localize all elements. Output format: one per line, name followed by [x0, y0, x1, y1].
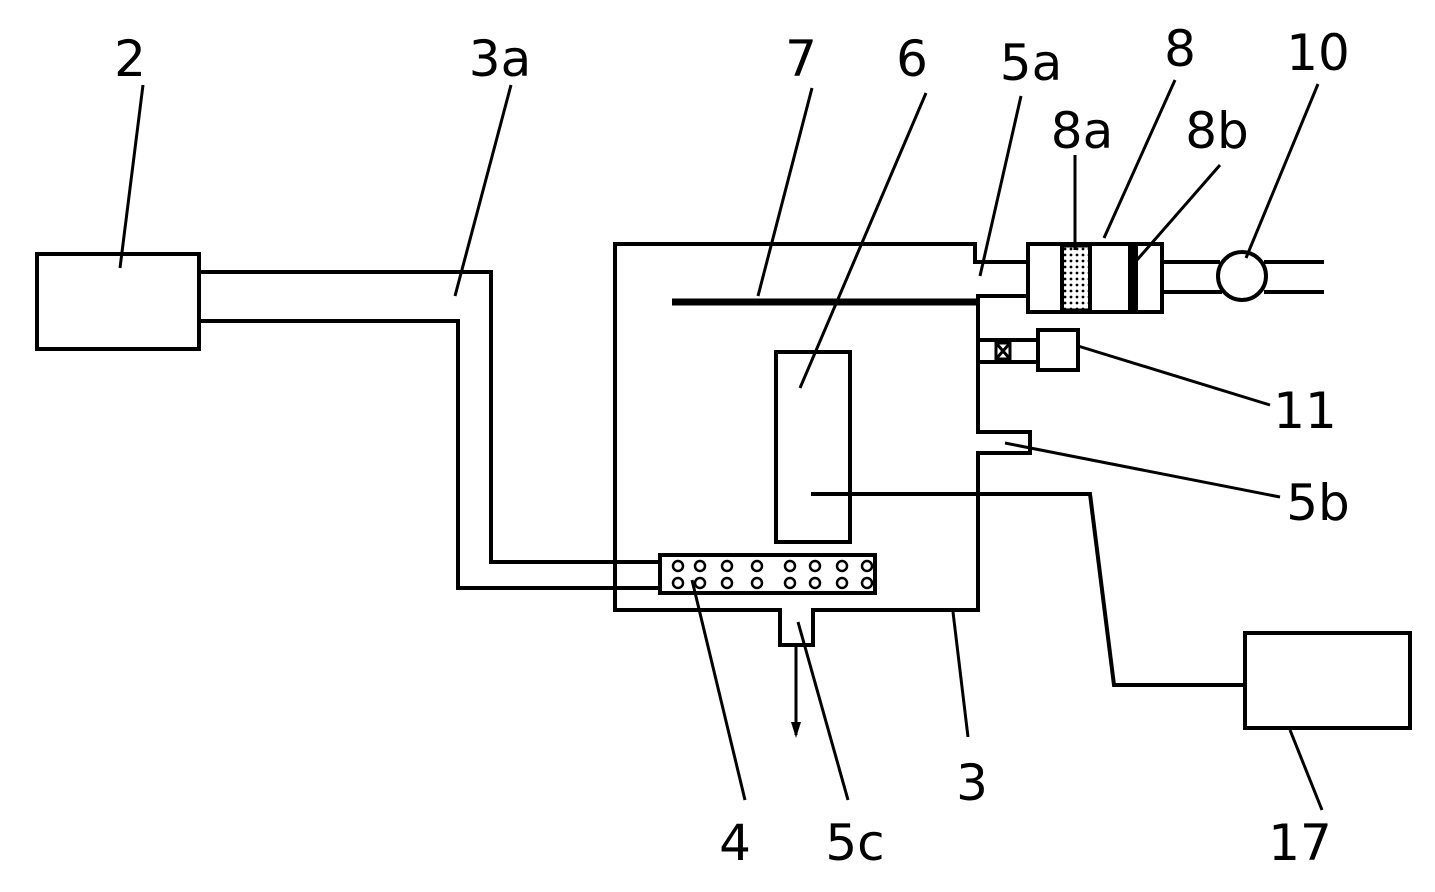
diffuser-hole: [693, 559, 707, 573]
label-4: 4: [719, 814, 751, 872]
pipe-3a: [197, 270, 662, 590]
label-11: 11: [1273, 382, 1337, 440]
diffuser-hole: [808, 576, 822, 590]
label-5b: 5b: [1286, 474, 1350, 532]
chamber-3: [613, 242, 1032, 647]
outlet-5c-arrow: [791, 645, 801, 738]
diffuser-hole: [808, 559, 822, 573]
diffuser-hole: [783, 559, 797, 573]
component-2-box: [35, 252, 201, 351]
label-3: 3: [956, 754, 988, 812]
diffuser-hole: [860, 576, 874, 590]
leader-lines: [118, 79, 1324, 811]
label-7: 7: [785, 30, 817, 88]
label-5c: 5c: [825, 814, 884, 872]
diffuser-hole: [750, 559, 764, 573]
pump-pipe: [1160, 260, 1324, 294]
cable-17: [811, 492, 1247, 687]
label-5a: 5a: [1000, 34, 1062, 92]
element-6-box: [774, 350, 852, 544]
label-8: 8: [1164, 20, 1196, 78]
diffuser-hole: [720, 576, 734, 590]
diffuser-hole: [750, 576, 764, 590]
label-6: 6: [896, 30, 928, 88]
diffuser-hole: [860, 559, 874, 573]
diffuser-hole: [693, 576, 707, 590]
diffuser-hole: [783, 576, 797, 590]
pump-10: [1216, 250, 1268, 302]
label-2: 2: [114, 30, 146, 88]
diffuser-hole: [835, 576, 849, 590]
diffuser-hole: [671, 559, 685, 573]
label-17: 17: [1268, 814, 1332, 872]
diffuser-hole: [720, 559, 734, 573]
diffuser-hole: [835, 559, 849, 573]
diffuser-4: [658, 553, 877, 595]
filter-8: [1026, 242, 1164, 314]
sensor-11: [976, 328, 1080, 372]
diffuser-hole: [671, 576, 685, 590]
label-8a: 8a: [1051, 102, 1113, 160]
device-17-box: [1243, 631, 1412, 730]
label-10: 10: [1286, 24, 1350, 82]
label-3a: 3a: [469, 30, 531, 88]
label-8b: 8b: [1185, 102, 1249, 160]
